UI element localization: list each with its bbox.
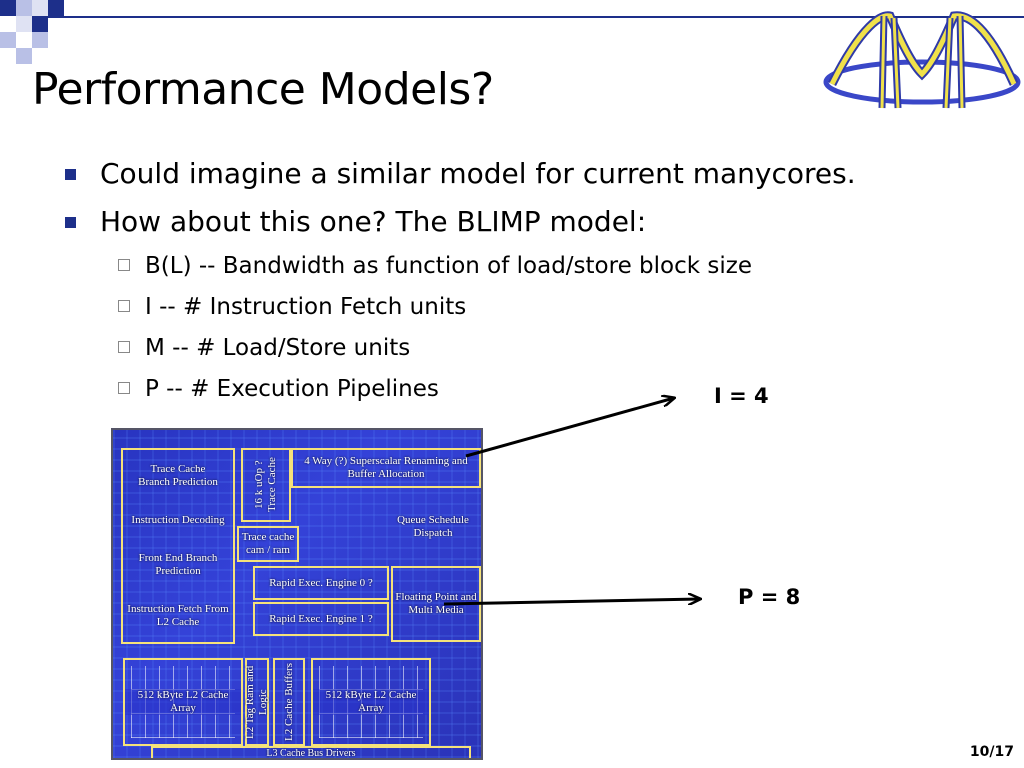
rapid-exec-1-block: Rapid Exec. Engine 1 ?	[253, 602, 389, 636]
bullet-list: Could imagine a similar model for curren…	[60, 150, 960, 410]
branch-prediction-label: Branch Prediction	[138, 475, 218, 488]
instruction-fetch-label: Instruction Fetch From L2 Cache	[127, 603, 229, 629]
sub-bullet-text: B(L) -- Bandwidth as function of load/st…	[145, 253, 752, 279]
annotation-i: I = 4	[714, 384, 769, 408]
arrow-to-p	[443, 599, 700, 606]
l2-cache-right-block: 512 kByte L2 Cache Array	[311, 658, 431, 746]
front-end-branch-prediction-label: Front End Branch Prediction	[138, 552, 218, 578]
sub-bullet-text: M -- # Load/Store units	[145, 335, 411, 361]
sub-bullet-item: B(L) -- Bandwidth as function of load/st…	[60, 246, 960, 287]
l2-cache-left-label: 512 kByte L2 Cache Array	[125, 689, 241, 715]
trace-cache-label: Trace Cache	[150, 462, 206, 475]
slide-title: Performance Models?	[32, 64, 494, 115]
l2-cache-right-label: 512 kByte L2 Cache Array	[313, 689, 429, 715]
hollow-square-bullet-icon	[118, 341, 130, 353]
trace-cache-cam-label: Trace cache cam / ram	[241, 531, 295, 556]
hollow-square-bullet-icon	[118, 259, 130, 271]
square-bullet-icon	[65, 217, 76, 228]
l2-tag-block: L2 Tag Ram and Logic	[244, 658, 269, 746]
l2-cache-left-block: 512 kByte L2 Cache Array	[123, 658, 243, 746]
arrow-to-i	[465, 398, 674, 458]
header-rule	[44, 16, 1024, 18]
l2-buffers-block: L2 Cache Buffers	[273, 658, 305, 746]
bullet-text: Could imagine a similar model for curren…	[100, 157, 856, 190]
uop-trace-cache-block: 16 k uOp ? Trace Cache	[241, 448, 291, 522]
sub-bullet-text: P -- # Execution Pipelines	[145, 376, 439, 402]
annotation-p: P = 8	[738, 585, 801, 609]
rapid-exec-0-label: Rapid Exec. Engine 0 ?	[269, 576, 373, 589]
superscalar-block: 4 Way (?) Superscalar Renaming and Buffe…	[291, 448, 481, 488]
page-number: 10/17	[969, 744, 1014, 760]
square-bullet-icon	[65, 169, 76, 180]
l3-bus-block: L3 Cache Bus Drivers	[151, 746, 471, 759]
queue-label: Queue Schedule Dispatch	[397, 514, 469, 539]
rapid-exec-0-block: Rapid Exec. Engine 0 ?	[253, 566, 389, 600]
bridge-logo	[823, 11, 1021, 109]
hollow-square-bullet-icon	[118, 300, 130, 312]
sub-bullet-item: M -- # Load/Store units	[60, 328, 960, 369]
sub-bullet-item: P -- # Execution Pipelines	[60, 369, 960, 410]
l3-bus-label: L3 Cache Bus Drivers	[266, 747, 356, 759]
queue-block: Queue Schedule Dispatch	[385, 492, 481, 562]
sub-bullet-text: I -- # Instruction Fetch units	[145, 294, 467, 320]
sub-bullet-item: I -- # Instruction Fetch units	[60, 287, 960, 328]
rapid-exec-1-label: Rapid Exec. Engine 1 ?	[269, 612, 373, 625]
instruction-decoding-label: Instruction Decoding	[131, 513, 225, 526]
trace-cache-cam-block: Trace cache cam / ram	[237, 526, 299, 562]
floating-point-label: Floating Point and Multi Media	[395, 591, 477, 616]
superscalar-label: 4 Way (?) Superscalar Renaming and Buffe…	[304, 455, 468, 480]
bullet-item: Could imagine a similar model for curren…	[60, 150, 960, 198]
bullet-item: How about this one? The BLIMP model:	[60, 198, 960, 246]
bullet-text: How about this one? The BLIMP model:	[100, 205, 647, 238]
hollow-square-bullet-icon	[118, 382, 130, 394]
